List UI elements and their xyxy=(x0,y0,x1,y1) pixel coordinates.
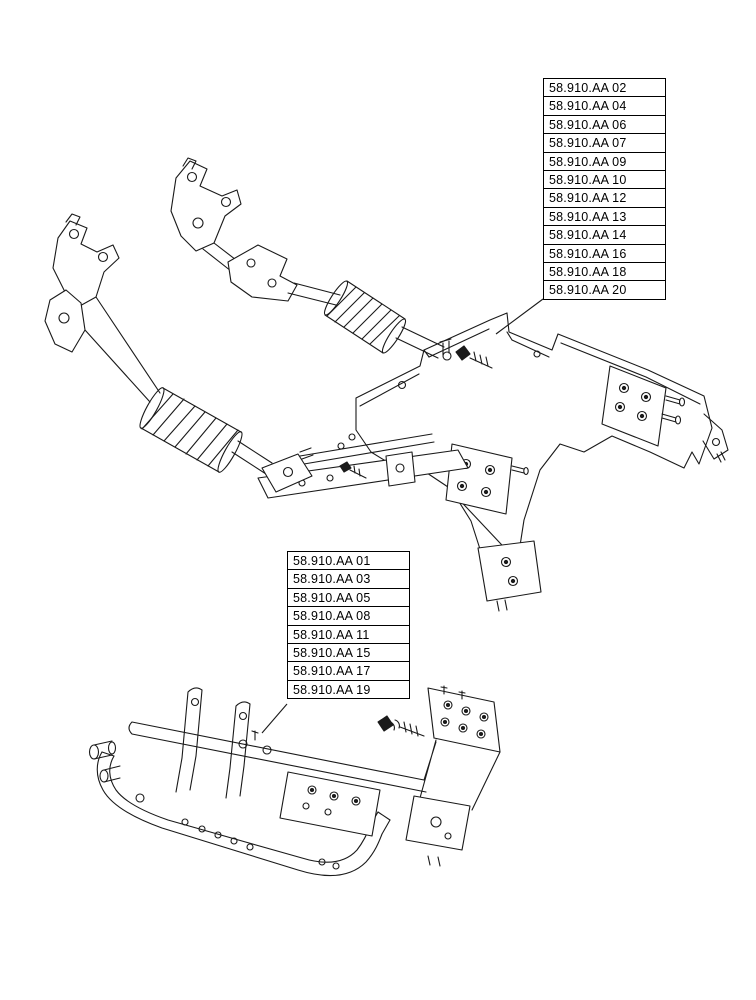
part-ref-link[interactable]: 58.910.AA 06 xyxy=(543,114,666,135)
part-ref-link[interactable]: 58.910.AA 15 xyxy=(287,642,410,663)
lower-uprights xyxy=(175,687,251,799)
lower-loose-screw xyxy=(377,715,425,737)
part-ref-link[interactable]: 58.910.AA 19 xyxy=(287,679,410,700)
part-ref-link[interactable]: 58.910.AA 20 xyxy=(543,280,666,300)
lower-rear-rail xyxy=(128,721,427,793)
upper-leader-line xyxy=(495,298,544,335)
lower-right-plate xyxy=(405,739,501,867)
lower-cross-plate xyxy=(279,771,381,837)
part-ref-link[interactable]: 58.910.AA 07 xyxy=(543,133,666,153)
upper-left-spring xyxy=(139,387,243,473)
part-ref-link[interactable]: 58.910.AA 01 xyxy=(287,551,410,571)
upper-left-link xyxy=(231,440,314,493)
part-ref-link[interactable]: 58.910.AA 02 xyxy=(543,78,666,98)
part-ref-link[interactable]: 58.910.AA 18 xyxy=(543,261,666,282)
upper-right-link xyxy=(395,326,493,369)
upper-assembly-drawing xyxy=(44,157,729,612)
part-ref-link[interactable]: 58.910.AA 13 xyxy=(543,206,666,227)
upper-right-spring xyxy=(323,280,407,354)
lower-assembly-drawing xyxy=(88,685,501,877)
part-ref-link[interactable]: 58.910.AA 17 xyxy=(287,661,410,681)
lower-right-bracket xyxy=(427,685,501,753)
lower-sled-rail xyxy=(96,751,391,877)
part-ref-link[interactable]: 58.910.AA 16 xyxy=(543,243,666,263)
upper-right-frame xyxy=(337,312,729,612)
part-ref-link[interactable]: 58.910.AA 04 xyxy=(543,96,666,116)
part-ref-link[interactable]: 58.910.AA 14 xyxy=(543,225,666,245)
part-ref-link[interactable]: 58.910.AA 03 xyxy=(287,569,410,589)
part-ref-link[interactable]: 58.910.AA 11 xyxy=(287,624,410,644)
part-ref-link[interactable]: 58.910.AA 10 xyxy=(543,169,666,190)
upper-left-bracket xyxy=(44,213,161,403)
part-ref-link[interactable]: 58.910.AA 09 xyxy=(543,151,666,171)
lower-left-pegs xyxy=(88,740,121,783)
part-ref-link[interactable]: 58.910.AA 05 xyxy=(287,587,410,608)
upper-middle-bracket xyxy=(170,157,242,272)
upper-center-bar xyxy=(257,433,469,499)
lower-leader-line xyxy=(261,703,288,734)
part-ref-link[interactable]: 58.910.AA 12 xyxy=(543,188,666,208)
upper-center-clevis xyxy=(227,244,341,306)
part-ref-link[interactable]: 58.910.AA 08 xyxy=(287,606,410,626)
